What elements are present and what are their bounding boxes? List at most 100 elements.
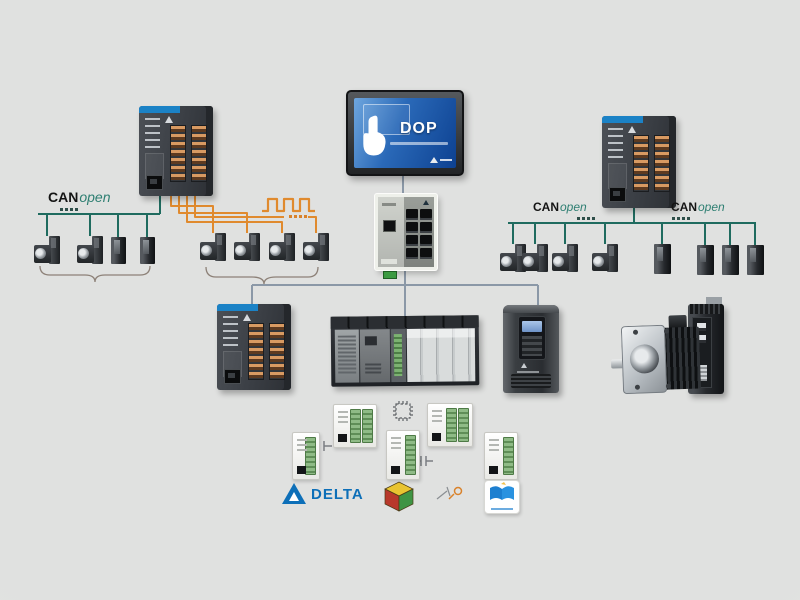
- terminal-strip-green: [350, 409, 361, 443]
- terminal-block: [633, 135, 649, 192]
- rj45-port-grid: [406, 209, 432, 259]
- canopen-label-right-1: CANopen: [533, 200, 587, 214]
- combo-motor-unit: [234, 242, 251, 260]
- rj45-port: [697, 323, 706, 331]
- plc-blue-stripe: [139, 106, 181, 113]
- pulse-wire: [308, 216, 317, 233]
- servo-motor-drive-combo: [552, 244, 578, 272]
- servo-motor: [610, 314, 702, 397]
- rack-plc-system: [330, 315, 480, 387]
- rj45-port: [406, 248, 418, 259]
- motion-controller-box: [333, 404, 377, 448]
- rj45-port: [420, 248, 432, 259]
- port: [338, 434, 347, 442]
- servo-motor-drive-combo: [34, 236, 60, 264]
- delta-triangle-icon: [521, 363, 527, 368]
- terminal-block: [248, 323, 264, 380]
- ic-chip-icon: [393, 401, 413, 421]
- motion-controller-box: [292, 432, 320, 480]
- combo-drive-unit: [537, 244, 548, 272]
- combo-motor-unit: [552, 253, 569, 271]
- hmi-subtitle-bar: [390, 142, 448, 145]
- din-power-connector: [383, 271, 397, 279]
- delta-triangle-icon: [628, 126, 636, 133]
- combo-drive-unit: [515, 244, 526, 272]
- combo-drive-unit: [318, 233, 329, 261]
- servo-motor-drive-combo: [522, 244, 548, 272]
- servo-drive-unit: [722, 245, 739, 275]
- vfd-label-bar: [517, 371, 539, 373]
- motion-controller-box: [484, 432, 518, 480]
- terminal-strip-green: [503, 437, 514, 475]
- color-cube-icon: [384, 481, 414, 512]
- canopen-script-text: open: [698, 200, 725, 214]
- more-nodes-dots: [577, 217, 690, 220]
- label-lines: [338, 411, 348, 425]
- terminal-strip-green: [458, 408, 469, 442]
- hmi-model-text: DOP: [400, 120, 438, 137]
- combo-drive-unit: [284, 233, 295, 261]
- flange-bolts: [632, 329, 639, 335]
- power-connector: [697, 365, 707, 381]
- combo-motor-unit: [592, 253, 609, 271]
- terminal-block: [269, 323, 285, 380]
- pulse-wire: [186, 196, 283, 233]
- wire-terminal-icon: [436, 486, 463, 500]
- combo-drive-unit: [567, 244, 578, 272]
- terminal-block: [191, 125, 207, 182]
- plc-right: [602, 116, 676, 208]
- canopen-label-right-2: CANopen: [671, 200, 725, 214]
- combo-drive-unit: [607, 244, 618, 272]
- motion-controller-box: [386, 430, 420, 480]
- delta-triangle-icon: [165, 116, 173, 123]
- plc-front-door: [608, 163, 627, 189]
- hand-pointer-icon: [363, 115, 386, 156]
- plc-status-leds: [223, 316, 238, 346]
- canopen-label-left: CANopen: [48, 189, 111, 205]
- plc-status-leds: [608, 128, 623, 158]
- book-glyph: [490, 482, 514, 500]
- terminal-strip-green: [405, 435, 416, 475]
- combo-drive-unit: [249, 233, 260, 261]
- hmi-brand-bar: [440, 159, 452, 161]
- servo-motor-drive-combo: [303, 233, 329, 261]
- label-lines: [391, 437, 401, 451]
- pulse-group-brace: [205, 266, 319, 285]
- io-modules: [406, 328, 476, 382]
- hmi-screen: DOP: [354, 98, 456, 168]
- canopen-script-text: open: [79, 189, 111, 205]
- combo-drive-unit: [49, 236, 60, 264]
- plc-blue-stripe: [602, 116, 644, 123]
- plc-status-leds: [145, 118, 160, 148]
- port: [391, 466, 400, 474]
- delta-triangle-icon: [243, 314, 251, 321]
- more-nodes-dots: [60, 208, 78, 211]
- delta-triangle-icon: [282, 483, 306, 504]
- mounting-bracket: [706, 297, 722, 305]
- servo-motor-drive-combo: [200, 233, 226, 261]
- servo-drive-unit: [697, 245, 714, 275]
- heat-sink-fins: [690, 304, 722, 314]
- pulse-wire: [194, 196, 284, 218]
- combo-motor-unit: [303, 242, 320, 260]
- rj45-port: [420, 222, 432, 233]
- servo-drive-unit: [654, 244, 671, 274]
- square-wave-icon: [262, 197, 315, 213]
- terminal-strip-green: [305, 437, 316, 475]
- combo-motor-unit: [34, 245, 51, 263]
- delta-triangle-icon: [423, 200, 429, 205]
- motion-controller-box: [427, 403, 473, 447]
- canopen-bold-text: CAN: [533, 200, 559, 214]
- book-caption-bar: [491, 508, 513, 510]
- cpu-module: [359, 329, 391, 383]
- hmi-dop-panel: DOP: [346, 90, 464, 176]
- label-lines: [489, 439, 499, 453]
- combo-drive-unit: [215, 233, 226, 261]
- servo-motor-drive-combo: [592, 244, 618, 272]
- network-module: [390, 328, 407, 383]
- sd-slot: [383, 220, 396, 232]
- combo-motor-unit: [77, 245, 94, 263]
- combo-motor-unit: [200, 242, 217, 260]
- ethernet-switch: [375, 194, 437, 270]
- left-group-brace: [39, 265, 151, 283]
